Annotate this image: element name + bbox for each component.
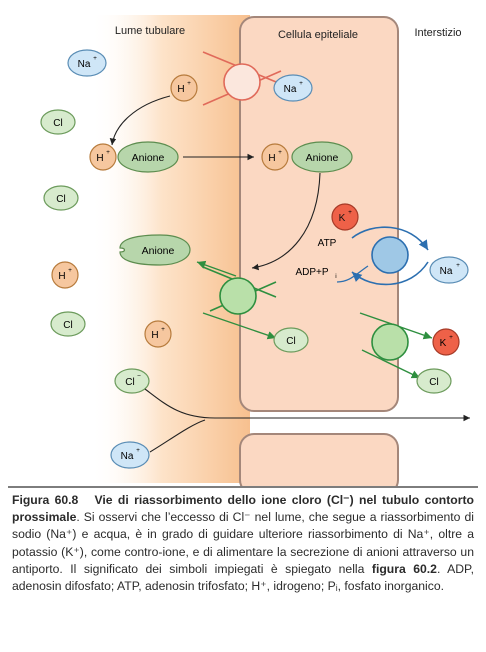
- svg-text:Na: Na: [284, 84, 297, 95]
- paracellular-arrow: [144, 388, 470, 422]
- figure-caption: Figura 60.8 Vie di riassorbimento dello …: [8, 486, 478, 646]
- svg-text:Cl: Cl: [286, 336, 295, 347]
- h-ion-top: H +: [170, 74, 198, 102]
- atp-label: ATP: [318, 238, 337, 249]
- svg-text:+: +: [161, 326, 165, 333]
- h-ion-lumen-3: H +: [144, 320, 172, 348]
- svg-text:i: i: [335, 273, 336, 280]
- svg-text:H: H: [151, 330, 158, 341]
- anion-lumen-secreted: Anione: [119, 234, 191, 266]
- interstitium-label: Interstizio: [414, 27, 461, 39]
- svg-text:Cl: Cl: [53, 118, 62, 129]
- epithelial-cell: [239, 16, 399, 412]
- svg-text:+: +: [136, 447, 140, 454]
- svg-text:+: +: [278, 149, 282, 156]
- cl-ion-interstitium: Cl: [416, 368, 452, 394]
- svg-text:K: K: [339, 213, 346, 224]
- caption-body-1: . Si osservi che l’eccesso di Cl⁻ nel lu…: [12, 510, 474, 576]
- caption-text: Figura 60.8 Vie di riassorbimento dello …: [12, 492, 474, 595]
- h-anion-cell: H + Anione: [261, 141, 353, 173]
- svg-text:+: +: [449, 334, 453, 341]
- svg-text:Anione: Anione: [306, 152, 339, 164]
- k-ion-interstitium: K +: [432, 328, 460, 356]
- cl-entry-arrow: [202, 312, 277, 340]
- svg-text:−: −: [137, 373, 141, 380]
- na-paracellular-arrow: [149, 419, 206, 453]
- cl-ion-lumen-1: Cl: [40, 109, 76, 135]
- svg-text:+: +: [68, 267, 72, 274]
- na-ion-cell-top: Na +: [273, 74, 313, 102]
- cl-ion-lumen-3: Cl: [50, 311, 86, 337]
- svg-text:Na: Na: [121, 451, 134, 462]
- anion-secretion-path: [251, 172, 321, 271]
- svg-text:Cl: Cl: [63, 320, 72, 331]
- svg-text:+: +: [456, 262, 460, 269]
- adjacent-cell: [239, 433, 399, 486]
- k-ion-cell: K +: [331, 203, 359, 231]
- svg-text:+: +: [93, 55, 97, 62]
- chloride-reabsorption-diagram: Lume tubulare Cellula epiteliale Interst…: [40, 15, 470, 486]
- h-recycle-arrow: [109, 95, 171, 146]
- caption-figure-ref: figura 60.2: [371, 561, 437, 576]
- cl-ion-cell: Cl: [273, 327, 309, 353]
- na-ion-lumen-bottom: Na +: [110, 441, 150, 469]
- na-k-atpase-pump: [336, 226, 429, 286]
- svg-text:Cl: Cl: [56, 194, 65, 205]
- svg-text:H: H: [268, 153, 275, 164]
- cl-ion-lumen-2: Cl: [43, 185, 79, 211]
- h-ion-lumen-2: H +: [51, 261, 79, 289]
- cl-minus-ion-lumen: Cl −: [114, 368, 150, 394]
- svg-text:Cl: Cl: [429, 377, 438, 388]
- lumen-label: Lume tubulare: [115, 25, 185, 37]
- svg-text:H: H: [177, 84, 184, 95]
- svg-text:Anione: Anione: [132, 152, 165, 164]
- adp-pi-label: ADP+P i: [295, 267, 336, 280]
- svg-text:H: H: [58, 271, 65, 282]
- svg-text:Cl: Cl: [125, 377, 134, 388]
- na-ion-interstitium: Na +: [429, 256, 469, 284]
- caption-body-2: . ADP, adenosin difosfato; ATP, adenosin…: [12, 561, 474, 594]
- svg-text:ADP+P: ADP+P: [295, 267, 328, 278]
- caption-title: Vie di riassorbimento dello ione cloro (…: [12, 493, 474, 525]
- svg-text:H: H: [96, 153, 103, 164]
- svg-text:+: +: [187, 80, 191, 87]
- na-h-exchanger: [202, 51, 282, 106]
- svg-text:Anione: Anione: [142, 245, 175, 257]
- svg-text:+: +: [348, 209, 352, 216]
- k-cl-cotransporter: [359, 312, 433, 379]
- svg-text:K: K: [440, 338, 447, 349]
- caption-label: Figura 60.8: [12, 493, 79, 507]
- svg-text:+: +: [299, 80, 303, 87]
- cell-label: Cellula epiteliale: [278, 29, 358, 41]
- na-ion-lumen-top: Na +: [67, 49, 107, 77]
- cl-anion-antiporter: [196, 260, 277, 315]
- svg-text:Na: Na: [440, 266, 453, 277]
- h-anion-lumen: H + Anione: [89, 141, 179, 173]
- svg-text:+: +: [106, 149, 110, 156]
- svg-text:Na: Na: [78, 59, 91, 70]
